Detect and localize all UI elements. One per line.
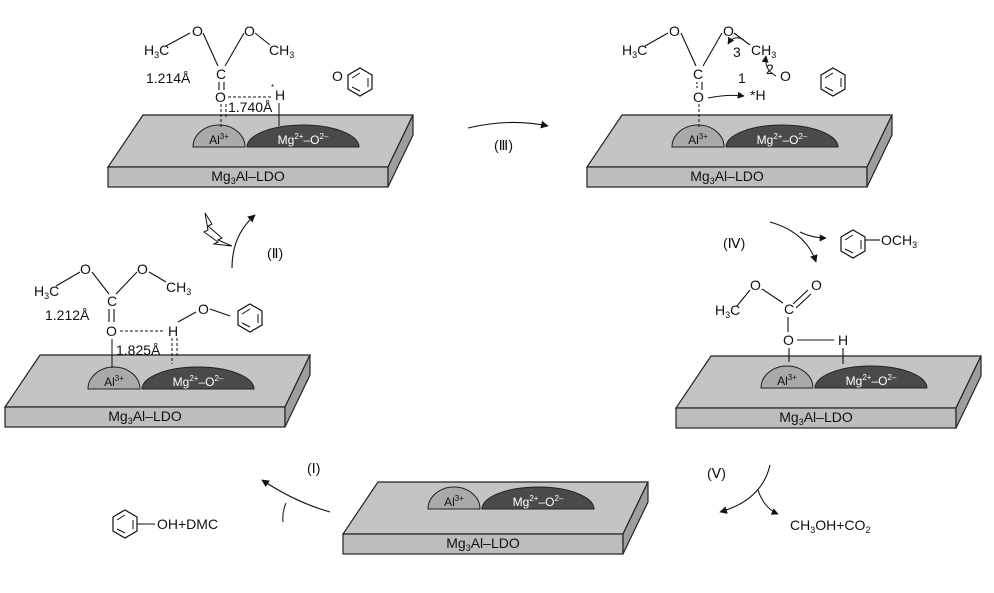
svg-text:O: O xyxy=(215,89,226,105)
svg-text:*: * xyxy=(271,83,274,92)
step-4-label: (Ⅳ) xyxy=(723,235,745,251)
step-3-label: (Ⅲ) xyxy=(494,137,513,153)
step-5-arrow xyxy=(719,464,771,514)
svg-text:3: 3 xyxy=(733,44,741,60)
al-site-label: Al3+ xyxy=(688,132,708,147)
svg-text:H: H xyxy=(168,323,178,339)
panel-right-middle: Mg3Al–LDO Al3+ Mg2+–O2– xyxy=(675,355,982,429)
step-4-arrow xyxy=(769,221,818,263)
al-site-label: Al3+ xyxy=(777,373,797,388)
svg-text:C: C xyxy=(693,66,703,82)
reactants-label: OH+DMC xyxy=(157,516,218,532)
molecule-c: H3C O O CH3 C O H O 1.212Å 1.825Å xyxy=(34,261,263,368)
svg-text:O: O xyxy=(783,332,794,348)
svg-text:O: O xyxy=(244,23,255,39)
svg-text:O: O xyxy=(780,68,791,84)
panel-left-middle: Mg3Al–LDO Al3+ Mg2+–O2– xyxy=(4,354,311,428)
lightning-icon xyxy=(203,212,233,247)
step-2-arrow xyxy=(231,214,256,269)
svg-text:O: O xyxy=(811,277,822,293)
molecule-b: H3C O O CH3 C O *H O 1 2 3 xyxy=(622,23,846,128)
svg-text:2: 2 xyxy=(766,61,774,77)
svg-text:1: 1 xyxy=(738,70,746,86)
svg-text:O: O xyxy=(198,301,209,317)
mg-site-label: Mg2+–O2– xyxy=(513,494,564,509)
svg-text:C: C xyxy=(107,293,117,309)
distance-label: 1.214Å xyxy=(146,70,191,86)
step-2-label: (Ⅱ) xyxy=(267,245,283,261)
slab-label: Mg3Al–LDO xyxy=(211,168,285,186)
al-site-label: Al3+ xyxy=(104,374,124,389)
products-label: CH3OH+CO2 xyxy=(790,517,870,535)
svg-text:O: O xyxy=(80,261,91,277)
svg-text:CH3: CH3 xyxy=(166,279,191,297)
panel-top-left: Mg3Al–LDO Al3+ Mg2+–O2– xyxy=(107,114,414,188)
svg-text:O: O xyxy=(750,277,761,293)
svg-text:CH3: CH3 xyxy=(751,42,776,60)
step-1-label: (Ⅰ) xyxy=(307,460,320,476)
svg-text:H3C: H3C xyxy=(622,42,647,60)
svg-text:O: O xyxy=(723,23,734,39)
svg-text:H3C: H3C xyxy=(34,283,59,301)
svg-text:O: O xyxy=(332,68,343,84)
svg-text:O: O xyxy=(106,323,117,339)
step-5-label: (Ⅴ) xyxy=(707,465,726,481)
anisole-label: OCH3 xyxy=(881,232,917,250)
svg-text:O: O xyxy=(693,89,704,105)
al-site-label: Al3+ xyxy=(444,494,464,509)
distance-label: 1.212Å xyxy=(45,307,90,323)
svg-text:O: O xyxy=(669,23,680,39)
panel-bottom-center: Mg3Al–LDO Al3+ Mg2+–O2– xyxy=(342,481,649,555)
svg-text:H3C: H3C xyxy=(715,302,740,320)
molecule-d: H3C O C O O H xyxy=(715,277,848,364)
mg-site-label: Mg2+–O2– xyxy=(278,132,329,147)
svg-text:H: H xyxy=(275,87,285,103)
svg-text:H: H xyxy=(838,332,848,348)
molecule-a: H3C O O CH3 C O H * O 1.214Å 1.740Å xyxy=(144,23,373,128)
slab-label: Mg3Al–LDO xyxy=(446,535,520,553)
svg-text:CH3: CH3 xyxy=(269,42,294,60)
mg-site-label: Mg2+–O2– xyxy=(846,373,897,388)
mg-site-label: Mg2+–O2– xyxy=(757,132,808,147)
slab-label: Mg3Al–LDO xyxy=(108,408,182,426)
svg-text:*H: *H xyxy=(750,87,766,103)
svg-text:C: C xyxy=(784,301,794,317)
svg-text:H3C: H3C xyxy=(144,42,169,60)
svg-text:C: C xyxy=(216,66,226,82)
distance-label: 1.740Å xyxy=(228,99,273,115)
step-1-arrow xyxy=(261,479,331,513)
mg-site-label: Mg2+–O2– xyxy=(173,374,224,389)
distance-label: 1.825Å xyxy=(116,342,161,358)
al-site-label: Al3+ xyxy=(209,132,229,147)
svg-text:O: O xyxy=(192,23,203,39)
slab-label: Mg3Al–LDO xyxy=(690,168,764,186)
svg-text:O: O xyxy=(137,261,148,277)
step-3-arrow xyxy=(467,120,549,129)
slab-label: Mg3Al–LDO xyxy=(779,409,853,427)
panel-top-right: Mg3Al–LDO Al3+ Mg2+–O2– xyxy=(586,114,893,188)
